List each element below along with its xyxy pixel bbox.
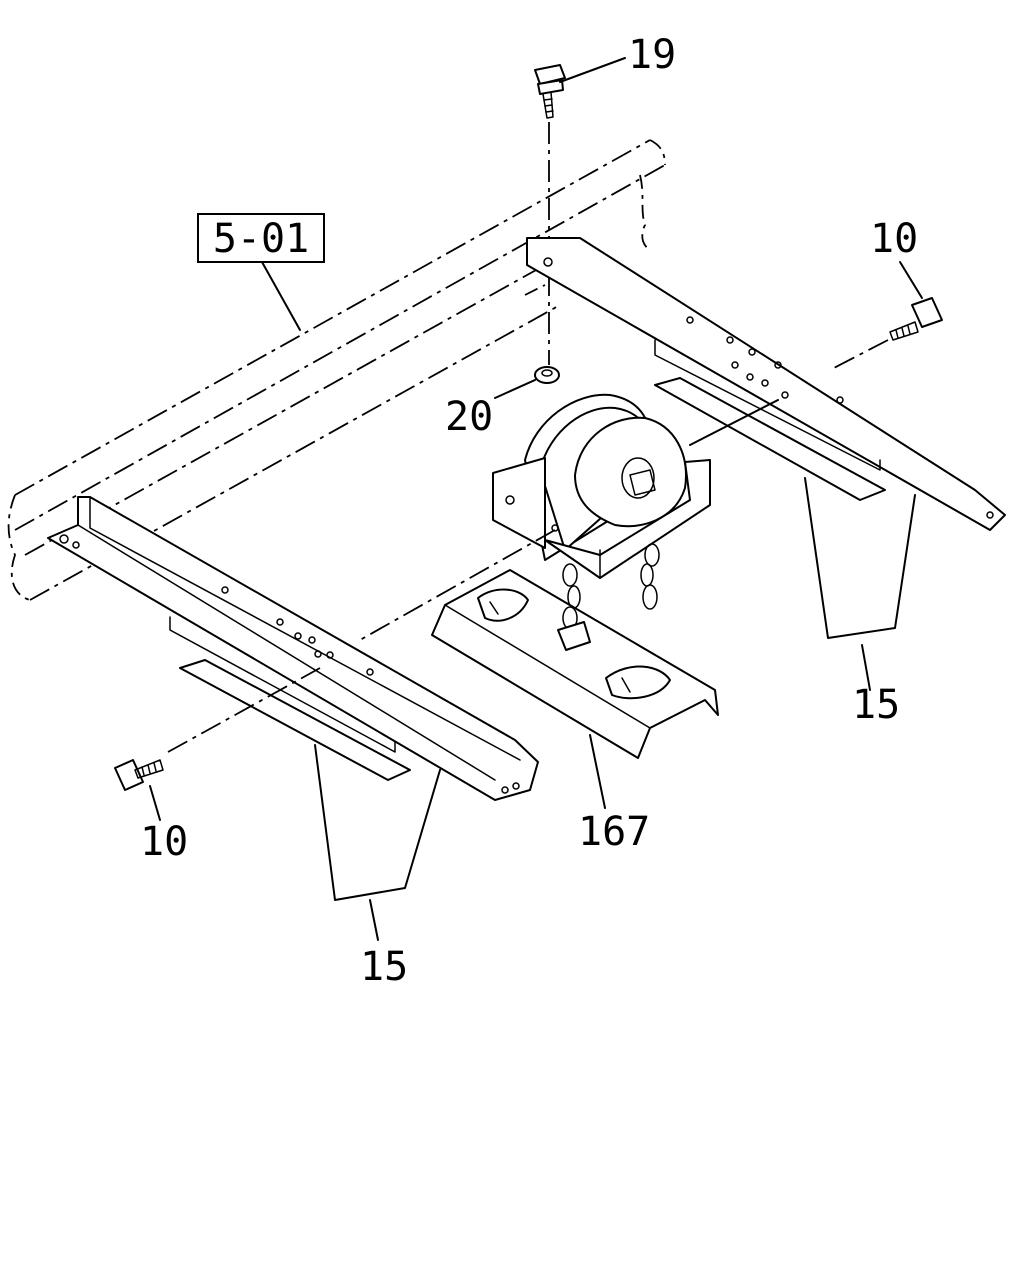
callout-10-left: 10 <box>140 819 188 865</box>
callout-20: 20 <box>445 394 493 440</box>
chains <box>557 543 660 651</box>
nut-20 <box>494 366 560 399</box>
bolt-19 <box>534 57 626 119</box>
callout-15-right: 15 <box>852 682 900 728</box>
frame-rails <box>7 139 666 601</box>
bracket-right <box>526 237 1006 639</box>
bracket-left <box>47 496 539 901</box>
leader-15-left <box>369 899 379 941</box>
bolt-10-right <box>829 261 943 371</box>
callout-15-left: 15 <box>360 944 408 990</box>
callout-167: 167 <box>578 809 650 855</box>
callout-19: 19 <box>628 32 676 78</box>
reference-box: 5-01 <box>197 213 325 331</box>
carrier-167 <box>431 569 719 809</box>
bolt-10-left <box>114 667 321 821</box>
leader-15-right <box>861 644 871 691</box>
reference-label: 5-01 <box>213 216 309 262</box>
winch-assembly <box>359 393 779 641</box>
callout-10-right: 10 <box>870 216 918 262</box>
